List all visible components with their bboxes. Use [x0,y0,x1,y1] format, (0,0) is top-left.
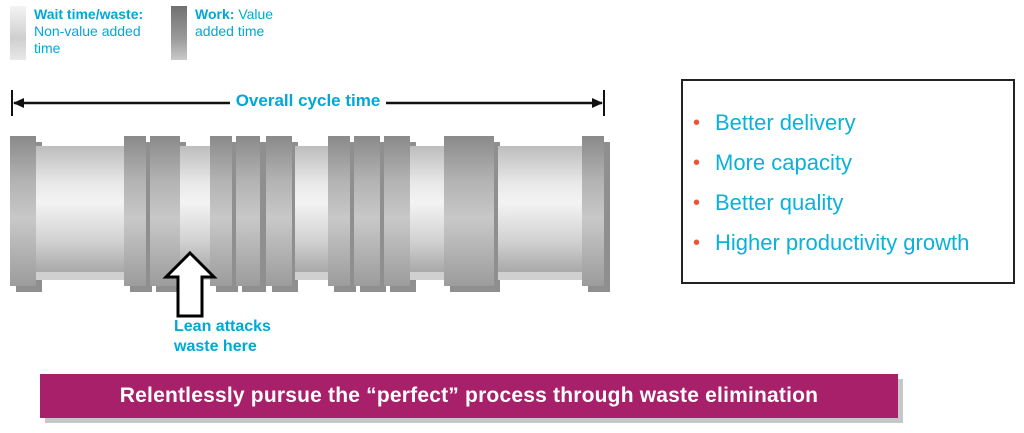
legend-wait-swatch [10,6,26,60]
up-arrow-icon [160,250,220,325]
legend-wait-title: Wait time/waste: [34,6,144,22]
benefit-label: Better delivery [715,110,856,135]
list-item: • More capacity [693,143,1013,183]
lean-callout: Lean attacks waste here [174,317,314,357]
work-segment [328,136,356,292]
legend-work-swatch [171,6,187,60]
wait-segment [498,146,586,280]
work-segment [384,136,416,292]
work-segment [236,136,266,292]
benefit-label: Better quality [715,190,844,215]
legend-work-desc-2: added time [195,23,265,39]
list-item: • Better delivery [693,103,1013,143]
list-item: • Better quality [693,183,1013,223]
overall-cycle-time-dimension: Overall cycle time [10,88,606,118]
list-item: • Higher productivity growth [693,223,1013,263]
bullet-icon: • [693,191,701,214]
work-segment [444,136,500,292]
work-segment [266,136,298,292]
process-timeline-bar [10,128,620,298]
benefits-list: • Better delivery • More capacity • Better … [693,103,1013,263]
work-segment [582,136,610,292]
benefit-label: More capacity [715,150,852,175]
legend-wait-text: Wait time/waste: Non-value added time [34,6,143,60]
overall-cycle-time-label: Overall cycle time [229,91,387,110]
legend-wait-desc-1: Non-value added [34,23,141,39]
bullet-icon: • [693,231,701,254]
legend-work-title: Work: [195,6,235,22]
bullet-icon: • [693,111,701,134]
banner-text: Relentlessly pursue the “perfect” proces… [119,384,819,407]
wait-segment [36,146,132,280]
benefit-label: Higher productivity growth [715,230,970,255]
work-segment [354,136,386,292]
lean-callout-line2: waste here [174,338,257,355]
benefits-box: • Better delivery • More capacity • Better … [681,79,1015,284]
work-segment [124,136,152,292]
lean-callout-line1: Lean attacks [174,318,271,335]
work-segment [10,136,42,292]
bullet-icon: • [693,151,701,174]
principle-banner: Relentlessly pursue the “perfect” proces… [40,374,898,418]
wait-segment [410,146,448,280]
legend-work-text: Work: Value added time [195,6,273,60]
legend-work: Work: Value added time [171,6,273,60]
legend-wait: Wait time/waste: Non-value added time [10,6,143,60]
legend-work-desc-1: Value [238,6,274,22]
wait-segment [295,146,329,280]
legend-wait-desc-2: time [34,40,61,56]
